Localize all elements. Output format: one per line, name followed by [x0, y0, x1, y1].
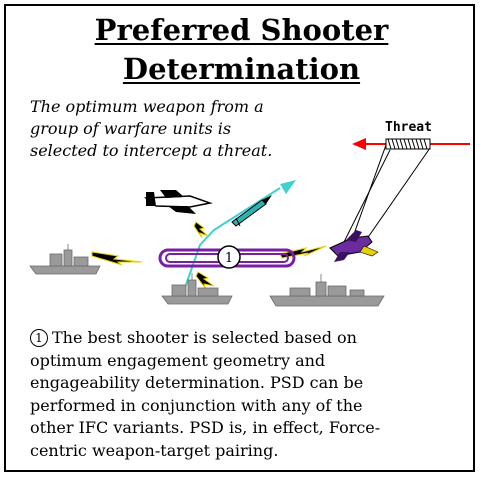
enemy-aircraft-icon	[329, 230, 379, 262]
tracking-lines	[339, 144, 431, 251]
intro-line-3: selected to intercept a threat.	[30, 141, 273, 160]
description-line-5: other IFC variants. PSD is, in effect, F…	[30, 418, 381, 437]
ship-left-icon	[29, 244, 101, 275]
description-line-3: engageability determination. PSD can be	[30, 373, 364, 392]
data-links	[91, 221, 327, 290]
ship-right-icon	[269, 274, 385, 307]
intro-line-1: The optimum weapon from a	[30, 97, 264, 116]
interceptor-missile-icon	[231, 195, 272, 227]
diagram-frame	[4, 4, 475, 472]
missile-path	[181, 180, 296, 297]
ship-center-icon	[161, 273, 233, 305]
threat-label: Threat	[385, 120, 432, 135]
description-line-2: optimum engagement geometry and	[30, 350, 326, 370]
title-line-2: Determination	[122, 52, 361, 86]
description-line-1-text: The best shooter is selected based on	[52, 328, 357, 347]
description-line-6: centric weapon-target pairing.	[30, 440, 279, 460]
marker-1-label: 1	[225, 251, 233, 266]
friendly-aircraft-icon	[143, 190, 213, 214]
threat-missile-icon	[385, 138, 431, 150]
title-line-1: Preferred Shooter	[94, 13, 389, 47]
intro-line-2: group of warfare units is	[30, 119, 232, 138]
marker-1: 1	[217, 245, 241, 269]
intro-text: The optimum weapon from a group of warfa…	[30, 96, 330, 162]
description-marker: 1	[30, 329, 48, 347]
description-line-4: performed in conjunction with any of the	[30, 395, 363, 415]
